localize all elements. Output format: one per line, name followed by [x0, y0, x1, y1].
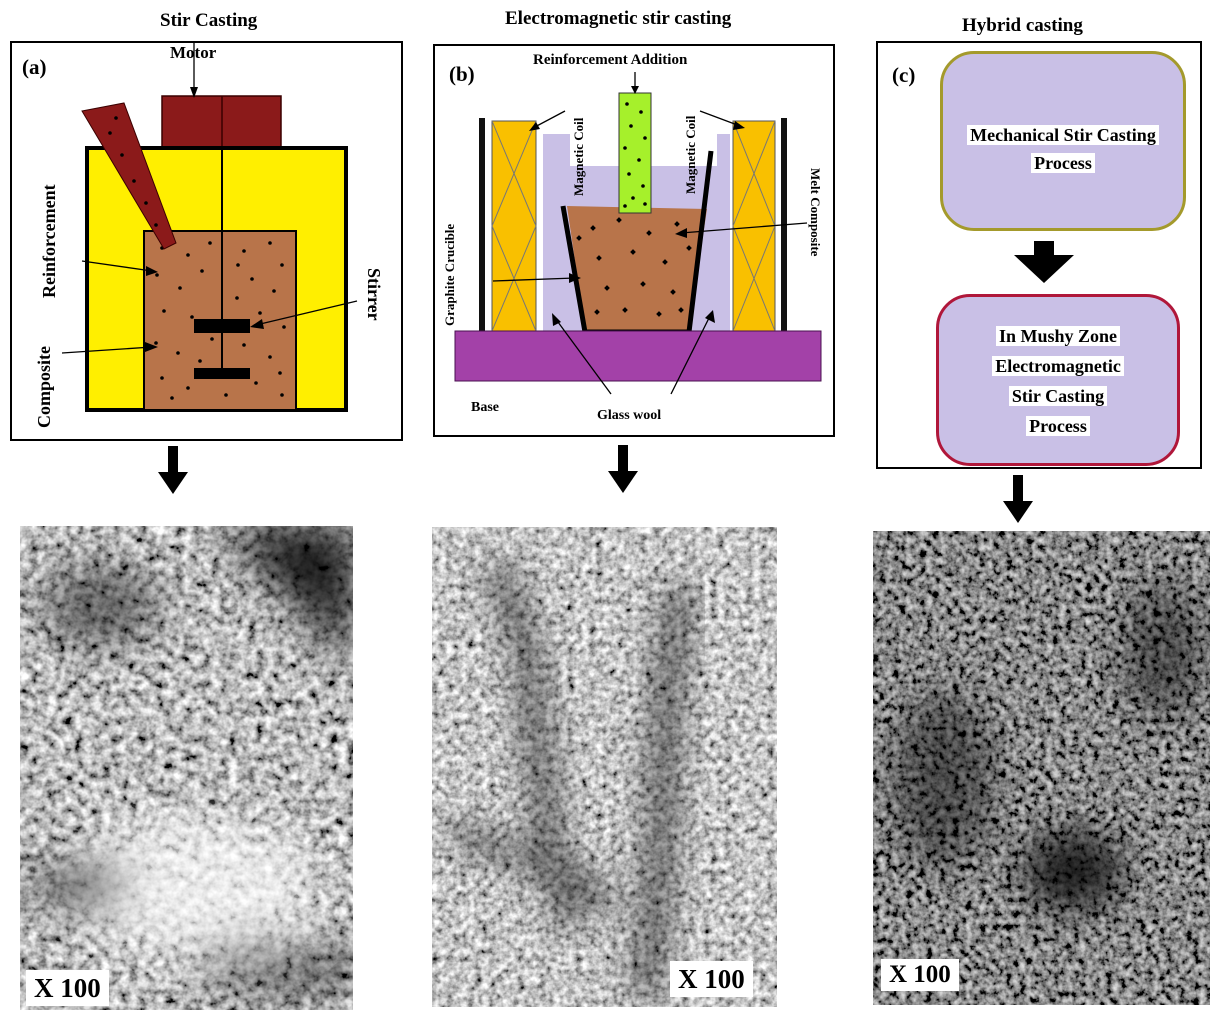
arrow-b-down-icon	[608, 445, 638, 493]
glass-wool-label: Glass wool	[597, 408, 662, 423]
panel-a-title: Stir Casting	[160, 10, 258, 31]
box2-line-2: Electromagnetic	[992, 356, 1124, 376]
magnification-label-b: X 100	[670, 961, 753, 997]
panel-c-tag: (c)	[892, 63, 916, 87]
stirrer-label: Stirrer	[364, 268, 384, 321]
reinforcement-particles	[154, 241, 286, 400]
box2-line-1: In Mushy Zone	[995, 326, 1121, 346]
motor-label: Motor	[170, 43, 217, 62]
box2-line-4: Process	[1026, 416, 1090, 436]
panel-a-tag: (a)	[22, 55, 47, 79]
electromagnetic-stir-casting-diagram: (b) Reinforcement Addition Magnetic Coil…	[433, 44, 835, 437]
micrograph-b: X 100	[432, 527, 777, 1007]
electromagnetic-stir-casting-box	[936, 294, 1180, 466]
reinforcement-tube	[618, 92, 652, 214]
micrograph-a: X 100	[20, 526, 353, 1010]
magnification-label-c: X 100	[881, 959, 959, 991]
arrow-c-down-icon	[1003, 475, 1033, 523]
reinforcement-label: Reinforcement	[39, 184, 59, 298]
magnification-label-a: X 100	[26, 970, 109, 1006]
graphite-crucible-melt	[567, 206, 707, 330]
composite-label: Composite	[34, 346, 54, 428]
stirrer-blade-upper	[194, 319, 250, 333]
panel-b-tag: (b)	[449, 62, 475, 86]
box1-line-2: Process	[1031, 153, 1095, 173]
base-label: Base	[471, 400, 499, 415]
stirrer-blade-lower	[194, 368, 250, 379]
melt-composite-label: Melt Composite	[808, 168, 823, 257]
box2-line-3: Stir Casting	[1008, 386, 1108, 406]
graphite-crucible-label: Graphite Crucible	[442, 223, 457, 326]
reinforcement-feeder	[81, 102, 177, 250]
flow-down-arrow	[1014, 241, 1074, 283]
panel-b-title: Electromagnetic stir casting	[505, 8, 732, 29]
mechanical-stir-casting-text: Mechanical Stir Casting Process	[940, 121, 1186, 177]
hybrid-casting-diagram: (c) Mechanical Stir Casting Process In M…	[876, 41, 1202, 469]
box1-line-1: Mechanical Stir Casting	[967, 125, 1159, 145]
magnetic-coil-right-label: Magnetic Coil	[683, 115, 698, 194]
arrow-a-down-icon	[158, 446, 188, 494]
base-plate	[454, 330, 822, 382]
stir-casting-drawing	[61, 43, 358, 412]
panel-c-title: Hybrid casting	[962, 15, 1083, 36]
electromagnetic-drawing	[454, 72, 822, 395]
magnetic-coil-left-label: Magnetic Coil	[571, 117, 586, 196]
stir-casting-diagram: (a) Motor Reinforcement Composite Stirre…	[10, 41, 403, 441]
micrograph-c: X 100	[873, 531, 1210, 1005]
reinforcement-addition-label: Reinforcement Addition	[533, 52, 688, 68]
magnetic-coil-left	[491, 120, 537, 332]
electromagnetic-stir-casting-text: In Mushy Zone Electromagnetic Stir Casti…	[936, 321, 1180, 441]
